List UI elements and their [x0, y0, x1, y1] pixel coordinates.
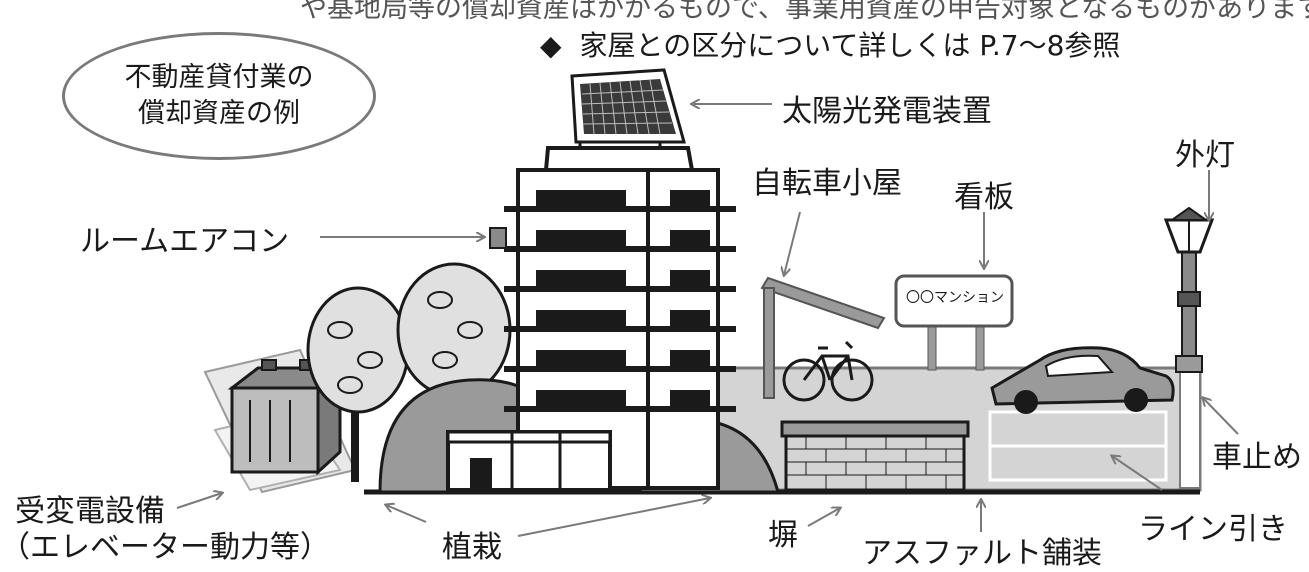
oval-title-line1: 不動産貸付業の	[124, 62, 314, 93]
diamond-bullet-icon: ◆	[540, 29, 562, 62]
bicycle	[782, 340, 874, 402]
room-ac-unit	[489, 227, 507, 249]
pointer-arrows	[176, 104, 1239, 537]
signboard	[894, 274, 1014, 371]
title-oval: 不動産貸付業の 償却資産の例	[62, 32, 376, 160]
signboard-text: 〇〇マンション	[906, 290, 1004, 306]
car	[990, 346, 1175, 414]
label-car-stop: 車止め	[1212, 440, 1302, 475]
solar-panel	[570, 68, 686, 148]
oval-title-line2: 償却資産の例	[138, 98, 300, 129]
label-outdoor-light: 外灯	[1175, 138, 1235, 173]
label-substation-line1: 受変電設備	[15, 494, 165, 529]
label-solar: 太陽光発電装置	[782, 94, 992, 129]
note-line: ◆ 家屋との区分について詳しくは P.7～8参照	[540, 24, 1120, 64]
label-asphalt: アスファルト舗装	[862, 536, 1102, 571]
apartment-building	[446, 146, 736, 492]
label-line-marking: ライン引き	[1138, 512, 1288, 547]
top-cut-text: や基地局等の償却資産はかかるもので、事業用資産の申告対象となるものがあります。	[300, 0, 1309, 24]
label-bike-shed: 自転車小屋	[752, 166, 902, 201]
brick-fence	[780, 420, 970, 492]
label-fence: 塀	[768, 518, 798, 553]
label-planting: 植栽	[442, 530, 502, 565]
bicycle-shed	[760, 276, 886, 399]
note-text: 家屋との区分について詳しくは P.7～8参照	[579, 29, 1121, 62]
label-signboard: 看板	[954, 180, 1014, 215]
label-room-ac: ルームエアコン	[80, 224, 290, 259]
label-substation-line2: （エレベーター動力等）	[0, 530, 330, 565]
outdoor-light	[1163, 206, 1215, 373]
